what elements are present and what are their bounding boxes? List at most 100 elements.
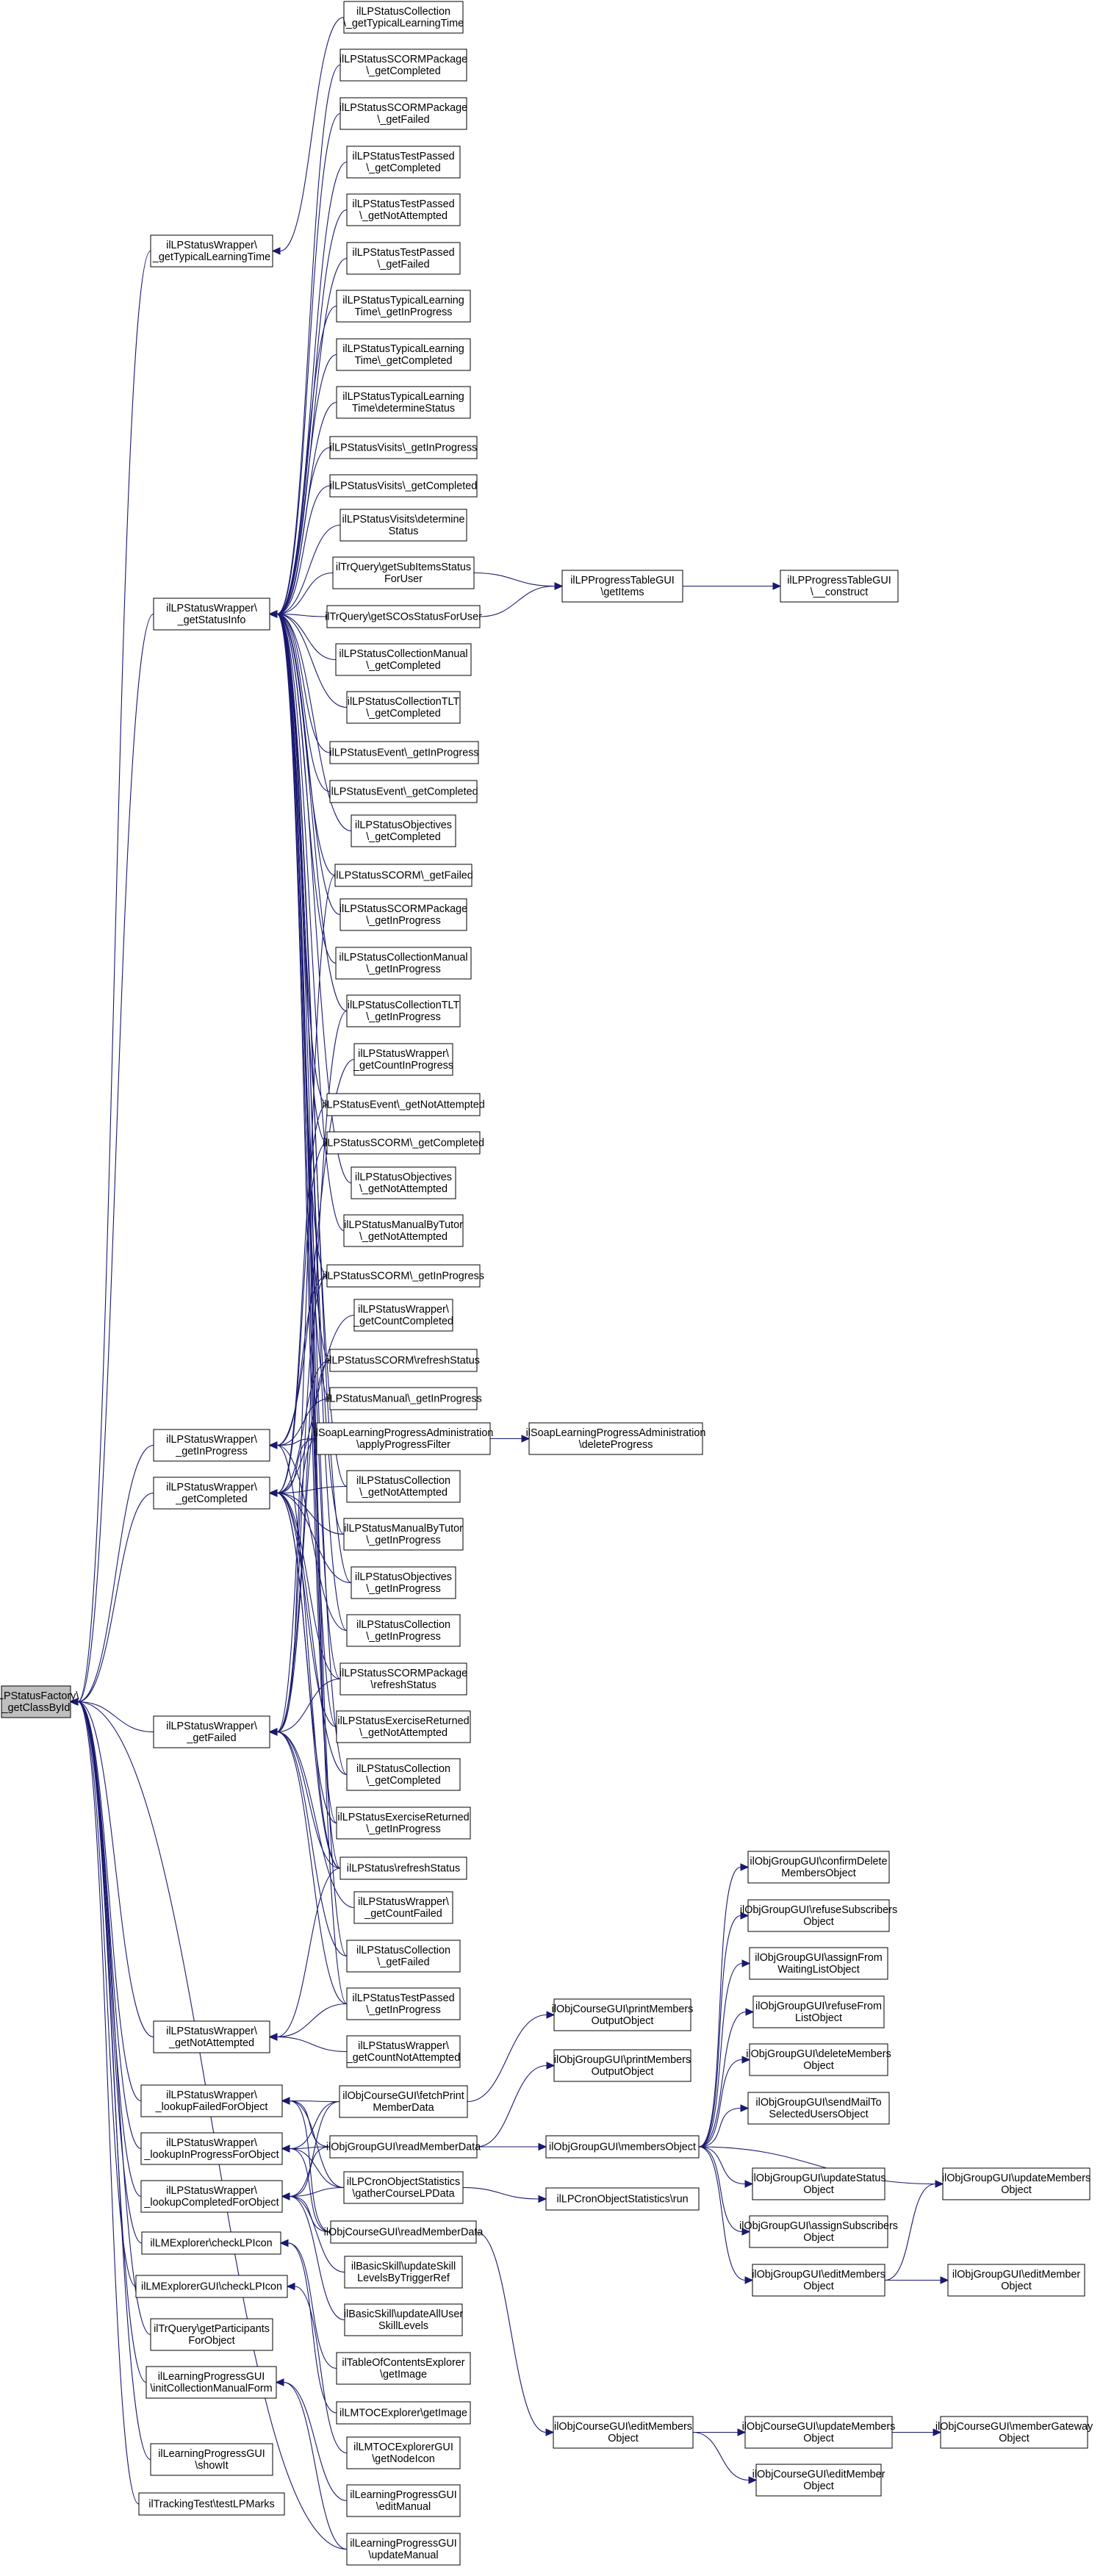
graph-node[interactable]: ilLearningProgressGUI\showIt	[150, 2443, 273, 2476]
graph-node[interactable]: ilLPStatusWrapper\_getCountFailed	[353, 1891, 453, 1924]
graph-node[interactable]: ilLMExplorer\checkLPIcon	[141, 2231, 281, 2255]
graph-node[interactable]: ilLPStatusCollectionTLT\_getInProgress	[346, 994, 461, 1027]
graph-node[interactable]: ilLPStatusEvent\_getInProgress	[329, 741, 479, 764]
graph-node[interactable]: ilLPStatusTestPassed\_getInProgress	[346, 1987, 461, 2020]
graph-node[interactable]: ilObjGroupGUI\assignFromWaitingListObjec…	[749, 1947, 888, 1980]
graph-node[interactable]: ilLPStatusVisits\_getInProgress	[329, 436, 478, 459]
graph-node[interactable]: ilLPStatusWrapper\_lookupFailedForObject	[140, 2084, 283, 2117]
node-label-line: ilLPStatusSCORM\_getInProgress	[323, 1270, 484, 1282]
graph-node[interactable]: ilLearningProgressGUI\updateManual	[346, 2533, 461, 2566]
graph-node[interactable]: ilLPStatusTypicalLearningTime\determineS…	[336, 386, 471, 419]
edge-c20-to-w_gf	[276, 875, 336, 1733]
graph-node[interactable]: ilLPStatusExerciseReturned\_getInProgres…	[336, 1807, 471, 1840]
graph-node[interactable]: ilLPProgressTableGUI\__construct	[780, 570, 899, 603]
graph-node[interactable]: ilLPStatus\refreshStatus	[339, 1856, 467, 1880]
graph-node[interactable]: ilLPStatusEvent\_getCompleted	[328, 780, 478, 803]
graph-node[interactable]: ilLPStatusSCORMPackage\_getInProgress	[339, 898, 467, 931]
graph-node[interactable]: ilLPStatusWrapper\_lookupCompletedForObj…	[140, 2180, 283, 2213]
graph-node[interactable]: ilLPStatusObjectives\_getInProgress	[351, 1566, 456, 1599]
graph-node[interactable]: ilLPStatusTestPassed\_getFailed	[346, 242, 461, 275]
node-box	[329, 1387, 478, 1410]
graph-node[interactable]: ilLPStatusCollectionManual\_getInProgres…	[335, 947, 472, 980]
graph-node[interactable]: ilLPStatusWrapper\_getCountNotAttempted	[346, 2035, 461, 2068]
node-label-line: ilLPStatusCollectionManual	[339, 952, 467, 964]
graph-node[interactable]: ilLPStatusWrapper\_getCountCompleted	[353, 1299, 453, 1332]
graph-node[interactable]: ilLPStatusCollection\_getNotAttempted	[346, 1470, 461, 1503]
graph-node[interactable]: ilLPStatusSCORMPackage\_getCompleted	[339, 49, 467, 82]
graph-node[interactable]: ilLPStatusEvent\_getNotAttempted	[322, 1093, 485, 1116]
graph-node[interactable]: ilTableOfContentsExplorer\getImage	[336, 2352, 471, 2385]
graph-node[interactable]: ilLPStatusWrapper\_getCompleted	[153, 1477, 270, 1510]
graph-node[interactable]: ilLPStatusManual\_getInProgress	[325, 1387, 482, 1410]
graph-node[interactable]: ilLPStatusWrapper\_getInProgress	[153, 1429, 270, 1462]
graph-node[interactable]: ilLPStatusTestPassed\_getCompleted	[346, 146, 461, 179]
graph-node[interactable]: ilObjGroupGUI\membersObject	[545, 2135, 700, 2159]
graph-node[interactable]: ilObjCourseGUI\readMemberData	[324, 2220, 484, 2244]
graph-node[interactable]: ilLPStatusWrapper\_getTypicalLearningTim…	[150, 234, 273, 268]
graph-node[interactable]: ilBasicSkill\updateSkillLevelsByTriggerR…	[344, 2256, 463, 2289]
graph-node[interactable]: ilLPStatusWrapper\_getCountInProgress	[353, 1043, 453, 1076]
graph-node[interactable]: ilObjGroupGUI\sendMailToSelectedUsersObj…	[747, 2092, 890, 2125]
graph-node[interactable]: ilLearningProgressGUI\editManual	[346, 2484, 461, 2517]
root-node[interactable]: ilLPStatusFactory\_getClassById	[0, 1685, 79, 1718]
graph-node[interactable]: ilLPStatusSCORMPackage\_getFailed	[339, 97, 467, 130]
graph-node[interactable]: ilTrackingTest\testLPMarks	[138, 2492, 285, 2516]
graph-node[interactable]: ilLPStatusTypicalLearningTime\_getComple…	[336, 338, 471, 371]
graph-node[interactable]: ilLPStatusWrapper\_lookupInProgressForOb…	[140, 2132, 283, 2165]
graph-node[interactable]: ilLPStatusVisits\determineStatus	[339, 509, 467, 542]
graph-node[interactable]: ilLMTOCExplorer\getImage	[336, 2401, 471, 2425]
graph-node[interactable]: ilLPStatusSCORM\_getCompleted	[323, 1131, 484, 1155]
graph-node[interactable]: ilLPStatusObjectives\_getCompleted	[351, 814, 456, 847]
graph-node[interactable]: ilLPCronObjectStatistics\gatherCourseLPD…	[343, 2171, 464, 2204]
graph-node[interactable]: ilLPStatusExerciseReturned\_getNotAttemp…	[336, 1710, 471, 1743]
graph-node[interactable]: ilLPStatusObjectives\_getNotAttempted	[351, 1166, 456, 1199]
graph-node[interactable]: ilLPStatusCollection\_getTypicalLearning…	[343, 1, 464, 34]
graph-node[interactable]: ilLPCronObjectStatistics\run	[545, 2187, 700, 2211]
graph-node[interactable]: ilLPStatusCollection\_getCompleted	[346, 1758, 461, 1791]
graph-node[interactable]: ilLPStatusCollection\_getInProgress	[346, 1614, 461, 1647]
graph-node[interactable]: ilLPStatusTypicalLearningTime\_getInProg…	[336, 290, 471, 323]
graph-node[interactable]: ilTrQuery\getSCOsStatusForUser	[325, 605, 482, 628]
graph-node[interactable]: ilLPStatusWrapper\_getFailed	[153, 1715, 270, 1748]
graph-node[interactable]: ilLMTOCExplorerGUI\getNodeIcon	[346, 2436, 461, 2469]
graph-node[interactable]: ilLPStatusWrapper\_getNotAttempted	[153, 2020, 270, 2053]
graph-node[interactable]: ilLearningProgressGUI\initCollectionManu…	[145, 2366, 277, 2399]
graph-node[interactable]: ilSoapLearningProgressAdministration\del…	[526, 1422, 706, 1455]
graph-node[interactable]: ilLMExplorerGUI\checkLPIcon	[135, 2275, 288, 2298]
graph-node[interactable]: ilLPStatusSCORM\_getInProgress	[323, 1264, 484, 1288]
graph-node[interactable]: ilLPStatusManualByTutor\_getNotAttempted	[343, 1214, 464, 1247]
graph-node[interactable]: ilLPStatusTestPassed\_getNotAttempted	[346, 193, 461, 226]
graph-node[interactable]: ilLPStatusSCORMPackage\refreshStatus	[339, 1662, 467, 1696]
graph-node[interactable]: ilSoapLearningProgressAdministration\app…	[314, 1422, 494, 1455]
graph-node[interactable]: ilLPStatusCollectionTLT\_getCompleted	[346, 691, 461, 724]
graph-node[interactable]: ilObjGroupGUI\readMemberData	[326, 2135, 481, 2159]
graph-node[interactable]: ilLPStatusSCORM\refreshStatus	[327, 1349, 480, 1372]
graph-node[interactable]: ilLPStatusSCORM\_getFailed	[334, 864, 473, 887]
graph-node[interactable]: ilLPStatusWrapper\_getStatusInfo	[153, 598, 270, 631]
graph-node[interactable]: ilLPStatusCollection\_getFailed	[346, 1940, 461, 1973]
graph-node[interactable]: ilLPStatusManualByTutor\_getInProgress	[343, 1518, 464, 1551]
graph-node[interactable]: ilLPStatusVisits\_getCompleted	[329, 474, 478, 498]
graph-node[interactable]: ilLPProgressTableGUI\getItems	[561, 570, 683, 603]
node-label-line: ilLPStatus\refreshStatus	[347, 1862, 460, 1874]
graph-node[interactable]: ilLPStatusCollectionManual\_getCompleted	[335, 643, 472, 676]
